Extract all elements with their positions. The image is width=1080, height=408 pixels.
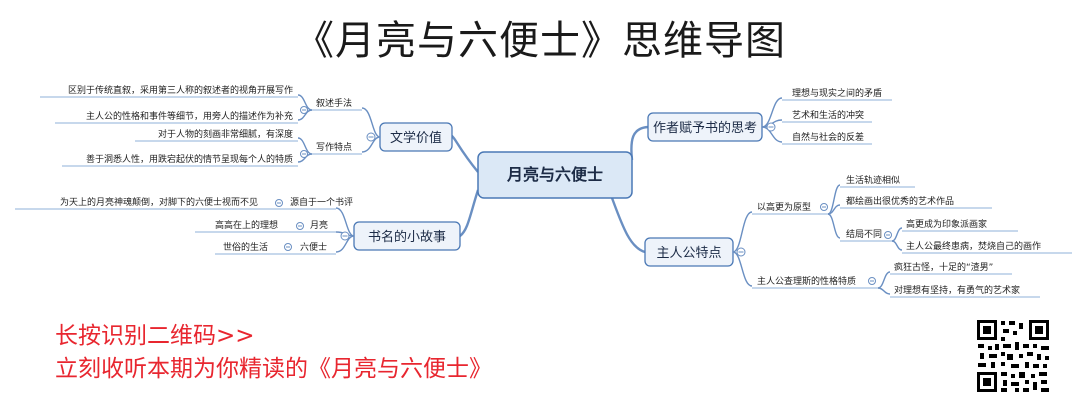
- leaf-text: 主人公的性格和事件等细节，用旁人的描述作为补充: [86, 110, 293, 122]
- leaf-text: 世俗的生活: [223, 241, 268, 253]
- cta-line-1: 长按识别二维码>>: [55, 323, 255, 349]
- traits-label: 主人公查理斯的性格特质: [757, 275, 856, 287]
- leaf-text: 疯狂古怪，十足的“渣男”: [894, 261, 993, 273]
- leaf-text: 对理想有坚持，有勇气的艺术家: [894, 284, 1020, 296]
- node-title-story[interactable]: 书名的小故事: [353, 221, 461, 251]
- link-center-literary: [451, 135, 479, 173]
- leaf-text: 理想与现实之间的矛盾: [792, 87, 882, 99]
- link-center-author: [630, 125, 649, 161]
- sixpence-label: 六便士: [300, 241, 327, 253]
- narrative-label: 叙述手法: [316, 97, 352, 109]
- cta-line-2: 立刻收听本期为你精读的《月亮与六便士》: [55, 356, 492, 382]
- author-label: 作者赋予书的思考: [653, 120, 757, 136]
- leaf-text: 对于人物的刻画非常细腻，有深度: [158, 128, 293, 140]
- title-story-label: 书名的小故事: [368, 229, 446, 245]
- center-node[interactable]: 月亮与六便士: [477, 151, 633, 199]
- link-center-titlestory: [459, 189, 480, 237]
- leaf-text: 高高在上的理想: [215, 219, 278, 231]
- leaf-text: 高更成为印象派画家: [906, 218, 987, 230]
- leaf-text: 艺术和生活的冲突: [792, 109, 864, 121]
- hero-label: 主人公特点: [656, 246, 721, 261]
- node-author[interactable]: 作者赋予书的思考: [647, 112, 763, 142]
- writing-label: 写作特点: [316, 141, 352, 153]
- node-literary[interactable]: 文学价值: [379, 122, 453, 152]
- center-label: 月亮与六便士: [506, 165, 603, 184]
- link-center-hero: [610, 197, 646, 254]
- branch-hero: 主人公特点 以高更为原型 生活轨迹相似 都绘画出很优秀的艺术作品 结局不同 高更…: [644, 174, 1072, 298]
- node-hero[interactable]: 主人公特点: [644, 237, 734, 267]
- call-to-action: 长按识别二维码>> 立刻收听本期为你精读的《月亮与六便士》: [55, 320, 492, 386]
- literary-label: 文学价值: [390, 130, 442, 146]
- leaf-text: 主人公最终患病，焚烧自己的画作: [906, 240, 1041, 252]
- moon-label: 月亮: [310, 219, 328, 231]
- origin-label: 源自于一个书评: [290, 196, 353, 208]
- branch-literary: 文学价值 叙述手法 区别于传统直叙，采用第三人称的叙述者的视角开展写作 主人公的…: [40, 84, 453, 167]
- prototype-label: 以高更为原型: [757, 201, 811, 213]
- ending-label: 结局不同: [846, 228, 882, 240]
- leaf-text: 善于洞悉人性，用跌宕起伏的情节呈现每个人的特质: [86, 153, 293, 165]
- leaf-text: 自然与社会的反差: [792, 131, 864, 143]
- branch-author: 作者赋予书的思考 理想与现实之间的矛盾 艺术和生活的冲突 自然与社会的反差: [647, 87, 892, 145]
- leaf-text: 为天上的月亮神魂颠倒，对脚下的六便士视而不见: [60, 196, 258, 208]
- page-title: 《月亮与六便士》思维导图: [294, 18, 786, 64]
- leaf-text: 生活轨迹相似: [846, 174, 900, 186]
- leaf-text: 区别于传统直叙，采用第三人称的叙述者的视角开展写作: [68, 84, 293, 96]
- qr-code-icon[interactable]: [975, 318, 1051, 394]
- leaf-text: 都绘画出很优秀的艺术作品: [846, 195, 954, 207]
- branch-title-story: 书名的小故事 源自于一个书评 为天上的月亮神魂颠倒，对脚下的六便士视而不见 月亮…: [15, 196, 461, 255]
